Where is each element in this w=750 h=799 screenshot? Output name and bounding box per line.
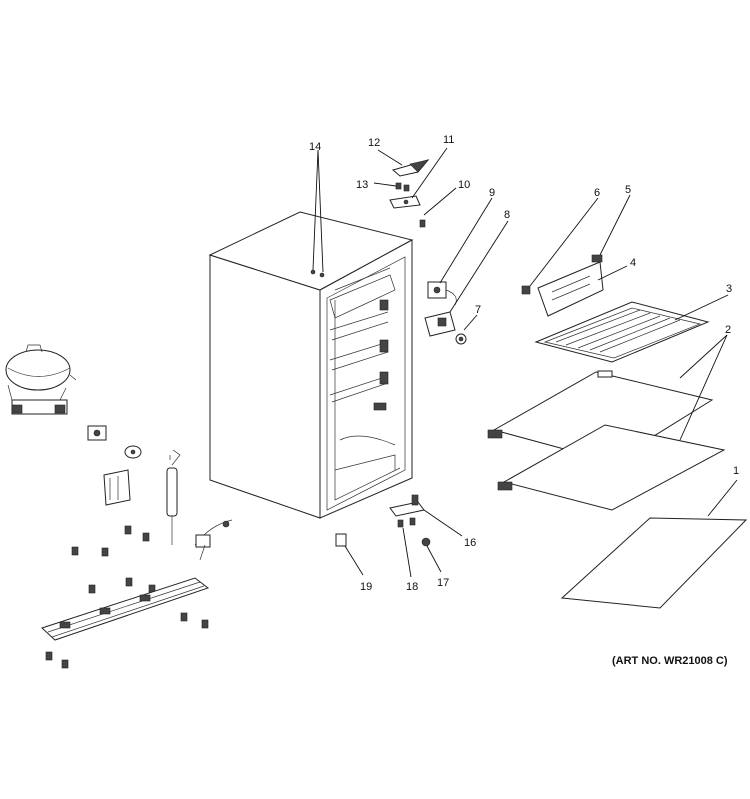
callout-11: 11 <box>443 134 454 146</box>
refrigerator-cabinet <box>208 211 414 519</box>
hinge-bushing <box>421 537 431 547</box>
callout-7: 7 <box>475 304 481 316</box>
clip <box>591 254 603 263</box>
thermostat <box>427 281 457 306</box>
callout-4: 4 <box>630 257 636 269</box>
drier-tube <box>166 449 181 545</box>
callout-18: 18 <box>406 581 418 593</box>
power-cord <box>194 519 233 561</box>
drip-tray <box>534 301 710 363</box>
callout-17: 17 <box>437 577 449 589</box>
control-knob <box>455 333 467 345</box>
hinge-pin <box>419 219 426 228</box>
callout-16: 16 <box>464 537 476 549</box>
bottom-hinge <box>389 494 425 517</box>
top-hinge-cover <box>391 159 430 177</box>
relay-parts <box>87 425 142 506</box>
top-hinge <box>389 195 421 209</box>
callout-9: 9 <box>489 187 495 199</box>
callout-1: 1 <box>733 465 739 477</box>
callout-6: 6 <box>594 187 600 199</box>
callout-3: 3 <box>726 283 732 295</box>
hinge-screw <box>409 517 416 526</box>
control-housing <box>424 311 456 337</box>
callout-10: 10 <box>458 179 470 191</box>
callout-19: 19 <box>360 581 372 593</box>
callout-13: 13 <box>356 179 368 191</box>
callout-5: 5 <box>625 184 631 196</box>
crisper-cover <box>560 517 748 609</box>
leader-lines <box>312 147 738 578</box>
callout-14: 14 <box>309 141 321 153</box>
leveling-leg <box>335 533 347 547</box>
hinge-screw <box>397 519 404 528</box>
fastener-screws <box>45 525 209 669</box>
hinge-screw <box>395 182 402 190</box>
base-rails <box>41 577 210 641</box>
glass-shelf-lower <box>497 424 726 511</box>
callout-12: 12 <box>368 137 380 149</box>
clip <box>521 285 531 295</box>
evaporator-cover <box>537 261 604 317</box>
callout-8: 8 <box>504 209 510 221</box>
callout-2: 2 <box>725 324 731 336</box>
hinge-screw <box>403 184 410 192</box>
compressor <box>5 344 77 415</box>
art-number: (ART NO. WR21008 C) <box>612 655 728 667</box>
callout-labels: 1 2 3 4 5 6 7 8 9 10 11 12 13 14 16 17 1… <box>309 134 739 593</box>
